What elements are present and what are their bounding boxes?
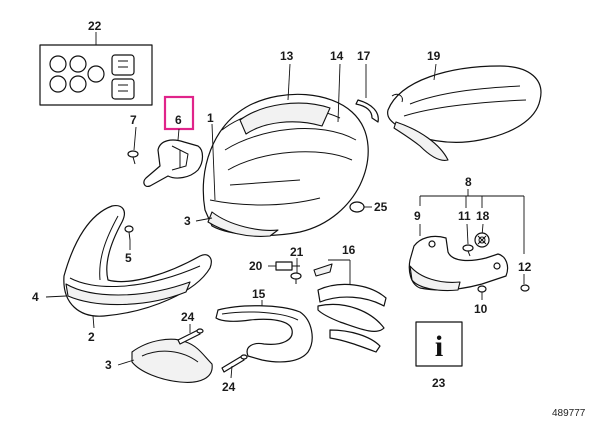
callout-23: 23 — [432, 376, 446, 390]
part-22-pad-set[interactable] — [39, 44, 153, 106]
part-20-screw[interactable] — [275, 261, 300, 271]
part-24-pin-lower[interactable] — [221, 354, 248, 373]
callout-11: 11 — [458, 209, 471, 223]
part-15-cheek-pad[interactable] — [215, 305, 313, 363]
callout-14: 14 — [330, 49, 344, 63]
part-23-info-manual[interactable]: i — [415, 321, 463, 367]
part-18-gear[interactable] — [474, 232, 490, 248]
part-2-chin-guard[interactable] — [63, 205, 212, 317]
part-6-chin-vent[interactable] — [143, 139, 204, 187]
callout-9: 9 — [414, 209, 421, 223]
part-17-gasket[interactable] — [355, 99, 379, 123]
callout-2: 2 — [88, 330, 95, 344]
callout-18: 18 — [476, 209, 490, 223]
callout-4: 4 — [32, 290, 39, 304]
part-5-screw[interactable] — [124, 225, 134, 241]
callout-13: 13 — [280, 49, 294, 63]
callout-19: 19 — [427, 49, 441, 63]
callout-24-upper: 24 — [181, 310, 195, 324]
callout-12: 12 — [518, 260, 532, 274]
callout-5: 5 — [125, 251, 132, 265]
callout-15: 15 — [252, 287, 266, 301]
part-25-plug[interactable] — [349, 201, 365, 213]
callout-16: 16 — [342, 243, 356, 257]
part-11-screw[interactable] — [462, 244, 474, 257]
part-21-nut[interactable] — [290, 272, 302, 284]
callout-21: 21 — [290, 245, 304, 259]
part-16-padding-set[interactable] — [313, 263, 387, 353]
callout-8: 8 — [465, 175, 472, 189]
part-24-pin-upper[interactable] — [177, 328, 204, 345]
callout-25: 25 — [374, 200, 388, 214]
callout-17: 17 — [357, 49, 371, 63]
diagram-ref-number: 489777 — [552, 408, 586, 419]
callout-3-upper: 3 — [184, 214, 191, 228]
part-19-neck-pad[interactable] — [387, 65, 542, 161]
callout-1: 1 — [207, 111, 214, 125]
callout-22: 22 — [88, 19, 102, 33]
part-10-screw[interactable] — [477, 285, 487, 293]
part-3-chin-trim-lower[interactable] — [131, 338, 213, 383]
callout-3-lower: 3 — [105, 358, 112, 372]
part-1-helmet-shell[interactable] — [202, 93, 369, 236]
part-9-chin-mechanism[interactable] — [408, 235, 509, 292]
part-12-screw[interactable] — [520, 284, 530, 292]
callout-24-lower: 24 — [222, 380, 236, 394]
info-icon: i — [435, 330, 443, 363]
callout-7: 7 — [130, 113, 137, 127]
part-3-chin-trim-upper[interactable] — [207, 211, 279, 237]
part-7-screw[interactable] — [127, 150, 139, 165]
callout-6: 6 — [175, 113, 182, 127]
callout-10: 10 — [474, 302, 488, 316]
callout-20: 20 — [249, 259, 263, 273]
